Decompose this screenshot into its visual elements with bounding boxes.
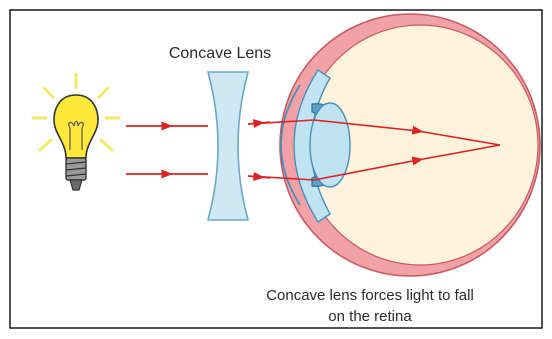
eye-cross-section: [280, 14, 540, 276]
light-bulb-icon: [33, 74, 119, 190]
concave-lens: [208, 72, 248, 220]
bulb-glass: [54, 95, 98, 158]
caption-line-2: on the retina: [200, 307, 540, 327]
caption-line-1: Concave lens forces light to fall: [200, 286, 540, 306]
lens-label: Concave Lens: [140, 45, 300, 63]
bulb-base: [66, 158, 86, 190]
